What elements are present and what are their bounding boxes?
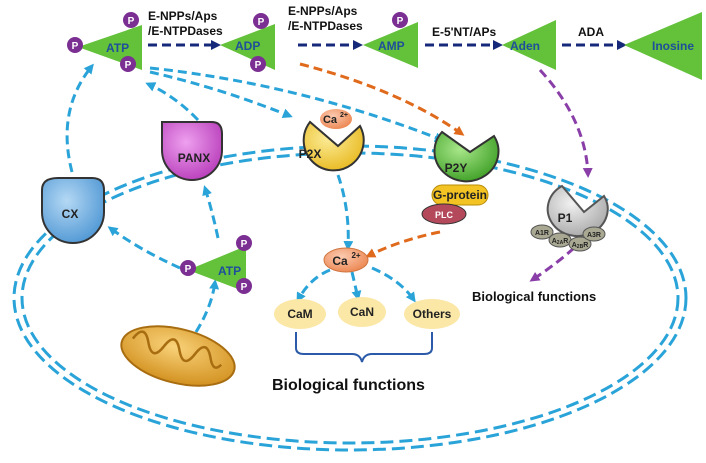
arrow-mito-to-atp — [194, 279, 220, 333]
enzyme-label-2-line2: /E-NTPDases — [288, 19, 363, 33]
arrow-atp-to-p2x — [149, 70, 293, 119]
atp-intracellular-label: ATP — [218, 264, 241, 278]
plc-label: PLC — [435, 210, 454, 220]
phosphate-label: P — [128, 16, 135, 27]
effector-cam: CaM — [274, 299, 326, 329]
p1-subtype-a1r: A1R — [530, 224, 554, 240]
atp-extracellular: ATP P P P — [67, 12, 142, 72]
calcium-charge: 2+ — [340, 112, 348, 119]
a2ar-label: A2AR — [552, 238, 569, 246]
a1r-label: A1R — [535, 230, 549, 237]
phosphate-intra-2: P — [236, 235, 252, 251]
enzyme-label-1-line2: /E-NTPDases — [148, 24, 223, 38]
g-protein: G-protein — [431, 184, 489, 206]
p2x-label: P2X — [299, 147, 322, 161]
amp: AMP P — [363, 12, 418, 68]
atp-intracellular: ATP P P P — [180, 235, 252, 294]
phosphate-intra-3: P — [236, 278, 252, 294]
phosphate-label: P — [255, 60, 262, 71]
p1-subtype-a2ar: A2AR — [548, 232, 572, 248]
arrow-ca-to-can — [350, 271, 362, 301]
phosphate-label: P — [72, 41, 79, 52]
effector-others: Others — [404, 299, 460, 329]
p1-receptor: P1 A1R A2AR A2BR A3R — [530, 184, 609, 252]
mitochondrion — [120, 325, 236, 387]
phosphate-label: P — [125, 60, 132, 71]
adp-label: ADP — [235, 39, 260, 53]
adenosine: Aden — [502, 20, 556, 70]
cx-channel: CX — [41, 177, 105, 244]
panx-channel: PANX — [161, 121, 223, 181]
phosphate-amp-1: P — [392, 12, 408, 28]
p1-label: P1 — [558, 211, 573, 225]
phosphate-atp-3: P — [120, 56, 136, 72]
phosphate-label: P — [185, 264, 192, 275]
g-protein-label: G-protein — [433, 188, 487, 202]
atp-extracellular-label: ATP — [106, 41, 129, 55]
p1-subtype-a2br: A2BR — [568, 236, 592, 252]
enzyme-label-3: E-5'NT/APs — [432, 25, 497, 39]
arrow-p1-to-bio-functions — [529, 246, 576, 282]
purple-arrows — [529, 68, 593, 282]
amp-label: AMP — [378, 39, 405, 53]
arrow-panx-to-atp — [145, 82, 200, 122]
bio-functions-right: Biological functions — [472, 289, 596, 304]
adp: ADP P P — [220, 13, 275, 72]
others-label: Others — [413, 307, 452, 321]
p2x-receptor: P2X Ca 2+ — [299, 109, 365, 172]
bio-functions-bottom: Biological functions — [272, 377, 425, 394]
arrow-ca-to-cam — [296, 268, 331, 303]
effector-can: CaN — [338, 297, 386, 327]
phosphate-label: P — [241, 282, 248, 293]
p2y-label: P2Y — [445, 161, 468, 175]
phosphate-label: P — [397, 16, 404, 27]
adenosine-label: Aden — [510, 39, 540, 53]
enzyme-label-2-line1: E-NPPs/Aps — [288, 4, 358, 18]
p1-subtype-a3r: A3R — [582, 226, 606, 242]
arrow-intra-atp-to-cx — [107, 226, 181, 270]
arrow-ca-to-others — [371, 266, 416, 303]
phosphate-adp-1: P — [253, 13, 269, 29]
plc: PLC — [421, 203, 467, 225]
phosphate-intra-1: P — [180, 260, 196, 276]
cam-label: CaM — [287, 307, 312, 321]
inosine: Inosine — [624, 12, 702, 80]
arrow-intra-atp-to-panx — [202, 185, 220, 239]
arrow-plc-to-ca — [365, 230, 441, 258]
cx-label: CX — [62, 207, 79, 221]
phosphate-label: P — [241, 239, 248, 250]
panx-label: PANX — [178, 151, 210, 165]
effectors-bracket — [295, 332, 433, 363]
inosine-label: Inosine — [652, 39, 694, 53]
phosphate-atp-1: P — [67, 37, 83, 53]
enzyme-label-4: ADA — [578, 25, 604, 39]
p2y-receptor: P2Y G-protein PLC — [421, 130, 500, 225]
arrow-adp-to-p2y — [299, 62, 465, 136]
enzyme-label-2: E-NPPs/Aps /E-NTPDases — [288, 4, 363, 33]
a3r-label: A3R — [587, 232, 601, 239]
calcium-charge: 2+ — [351, 251, 360, 260]
enzyme-label-1-line1: E-NPPs/Aps — [148, 9, 218, 23]
orange-arrows — [299, 62, 465, 258]
phosphate-label: P — [258, 17, 265, 28]
arrow-cx-to-atp — [65, 63, 94, 173]
arrow-aden-to-p1 — [538, 68, 593, 178]
cyan-arrows — [65, 63, 445, 333]
calcium-label: Ca — [332, 254, 348, 268]
phosphate-adp-2: P — [250, 56, 266, 72]
phosphate-atp-2: P — [123, 12, 139, 28]
calcium-label: Ca — [323, 114, 338, 126]
enzyme-label-1: E-NPPs/Aps /E-NTPDases — [148, 9, 223, 38]
calcium-ion-p2x: Ca 2+ — [320, 109, 352, 129]
a2br-label: A2BR — [572, 242, 589, 250]
arrow-p2x-to-ca — [336, 174, 354, 251]
calcium-ion-intracellular: Ca 2+ — [323, 247, 369, 273]
can-label: CaN — [350, 305, 374, 319]
